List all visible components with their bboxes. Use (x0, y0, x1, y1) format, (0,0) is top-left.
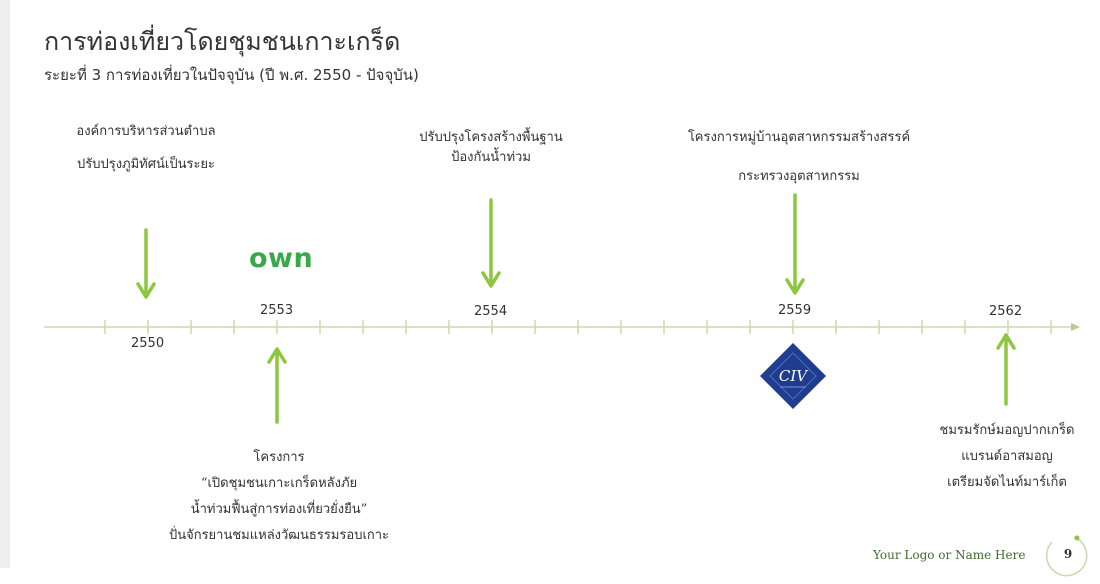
year-label-2553: 2553 (260, 303, 294, 318)
page-number: 9 (1063, 547, 1073, 561)
event-text-line: โครงการหมู่บ้านอุตสาหกรรมสร้างสรรค์ (687, 130, 911, 145)
arrow-down-2550 (136, 228, 156, 299)
arrow-up-2562 (996, 333, 1016, 406)
page-title: การท่องเที่ยวโดยชุมชนเกาะเกร็ด (44, 27, 401, 56)
event-text-line: น้ำท่วมฟื้นสู่การท่องเที่ยวยั่งยืน” (190, 502, 368, 517)
event-text-line: ปรับปรุงภูมิทัศน์เป็นระยะ (76, 157, 216, 172)
event-text-line: ป้องกันน้ำท่วม (451, 150, 531, 165)
timeline-ticks (104, 320, 1052, 334)
event-text-line: โครงการ (253, 450, 305, 465)
arrow-up-2553 (267, 347, 287, 424)
year-label-2559: 2559 (778, 303, 812, 318)
event-2559-text: โครงการหมู่บ้านอุตสาหกรรมสร้างสรรค์ กระท… (676, 126, 922, 186)
event-text-line: ปรับปรุงโครงสร้างพื้นฐาน (419, 130, 563, 145)
year-label-2562: 2562 (989, 304, 1023, 319)
event-text-line: องค์การบริหารส่วนตำบล (76, 124, 216, 139)
civ-logo-text: CIV (779, 367, 809, 385)
left-accent-bar (0, 0, 10, 568)
event-text-line: แบรนด์อาสมอญ (961, 449, 1053, 464)
timeline-graphic (44, 193, 1080, 424)
event-2550-text: องค์การบริหารส่วนตำบล ปรับปรุงภูมิทัศน์เ… (58, 120, 234, 174)
year-label-2550: 2550 (131, 336, 165, 351)
arrow-down-2559 (785, 193, 805, 295)
own-logo: own (249, 243, 314, 274)
event-text-line: กระทรวงอุตสาหกรรม (738, 169, 860, 184)
event-text-line: ปั่นจักรยานชมแหล่งวัฒนธรรมรอบเกาะ (168, 528, 390, 543)
event-text-line: เตรียมจัดไนท์มาร์เก็ต (947, 475, 1067, 490)
event-2562-text: ชมรมรักษ์มอญปากเกร็ด แบรนด์อาสมอญ เตรียม… (926, 418, 1088, 496)
event-2554-text: ปรับปรุงโครงสร้างพื้นฐาน ป้องกันน้ำท่วม (404, 128, 578, 168)
event-2553-text: โครงการ “เปิดชุมชนเกาะเกร็ดหลังภัย น้ำท่… (168, 445, 390, 549)
event-text-line: ชมรมรักษ์มอญปากเกร็ด (939, 423, 1075, 438)
event-text-line: “เปิดชุมชนเกาะเกร็ดหลังภัย (200, 476, 358, 491)
arrow-down-2554 (481, 198, 501, 288)
footer-logo-text: Your Logo or Name Here (873, 548, 1026, 562)
page-subtitle: ระยะที่ 3 การท่องเที่ยวในปัจจุบัน (ปี พ.… (44, 66, 419, 84)
civ-logo: CIV (760, 343, 826, 409)
year-label-2554: 2554 (474, 304, 508, 319)
timeline-axis-arrowhead (1071, 323, 1080, 331)
